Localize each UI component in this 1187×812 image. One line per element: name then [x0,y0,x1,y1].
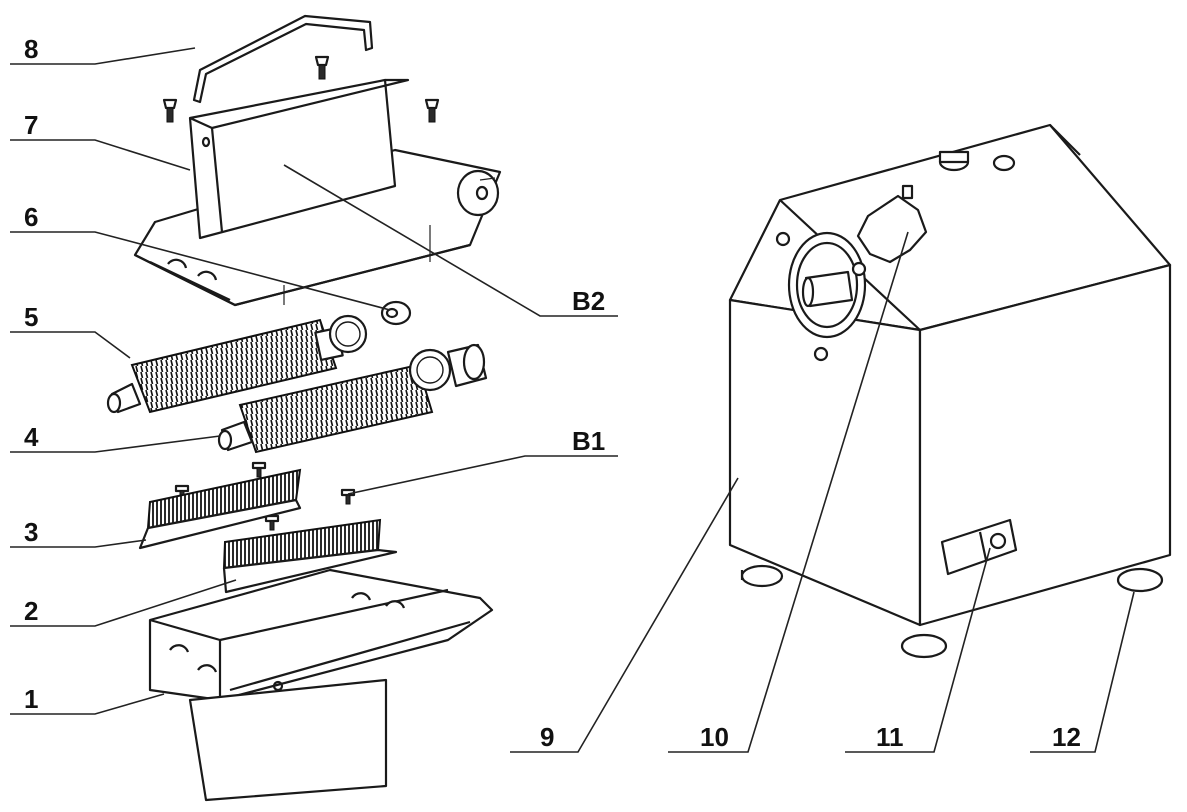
label-b1: B1 [572,426,605,456]
machine-housing-part [728,123,1172,659]
label-11: 11 [876,722,904,752]
leader-lines-left [10,47,618,715]
label-6: 6 [24,202,38,232]
label-5: 5 [24,302,38,332]
label-10: 10 [700,722,729,752]
lower-comb-part [222,518,398,594]
label-8: 8 [24,34,38,64]
label-7: 7 [24,110,38,140]
label-4: 4 [24,422,39,452]
label-12: 12 [1052,722,1081,752]
handle-part [192,14,374,104]
label-3: 3 [24,517,38,547]
label-2: 2 [24,596,38,626]
label-9: 9 [540,722,554,752]
upper-roller-part [106,314,368,414]
label-b2: B2 [572,286,605,316]
top-cover-part [133,78,502,307]
lower-tray-part [148,568,494,802]
lower-roller-part [217,343,488,454]
bushing-part [380,300,412,326]
label-1: 1 [24,684,38,714]
upper-comb-part [138,468,302,550]
leader-lines-right [510,231,1135,753]
